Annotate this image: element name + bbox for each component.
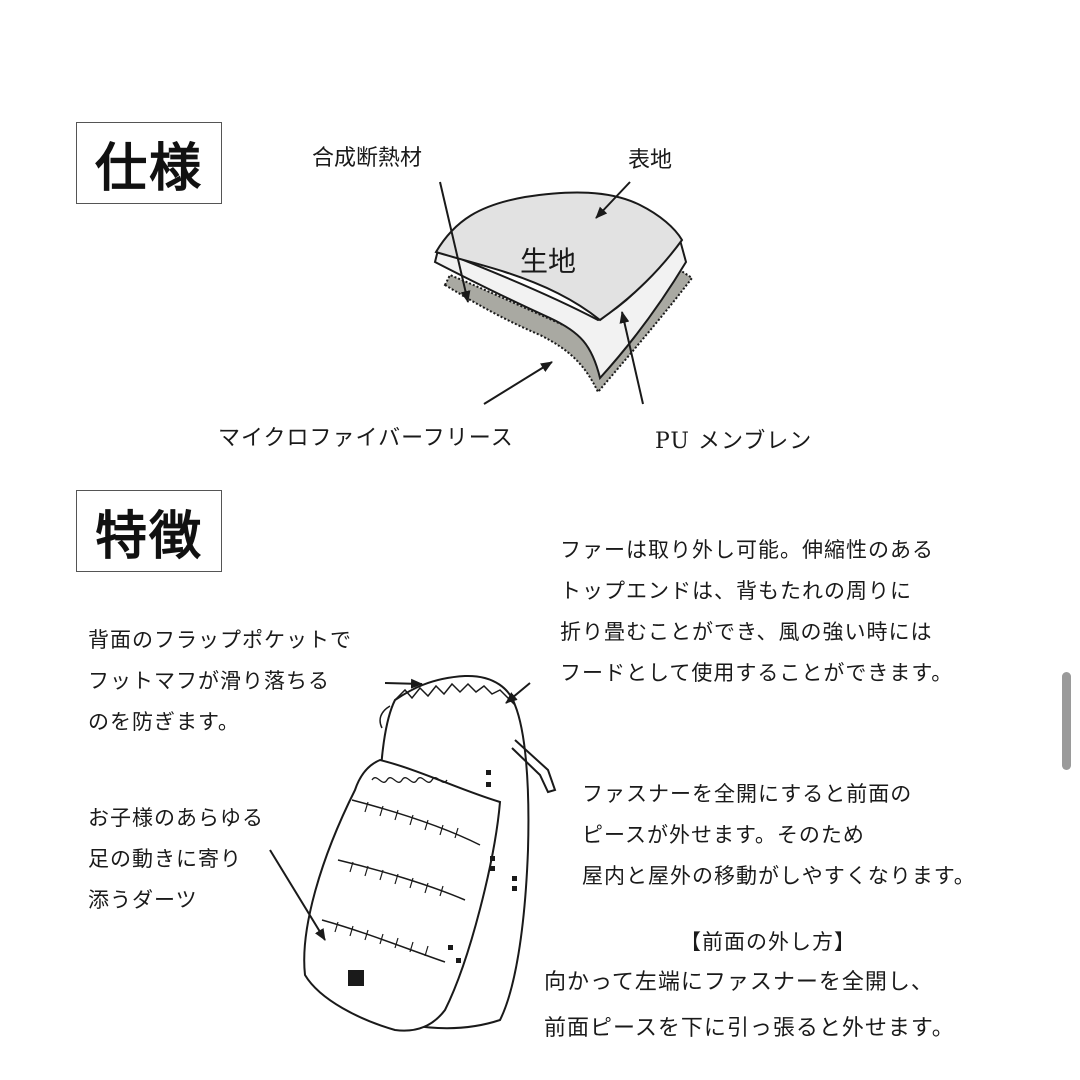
darts-description: お子様のあらゆる 足の動きに寄り 添うダーツ [88, 798, 264, 921]
text-line: フットマフが滑り落ちる [88, 669, 330, 693]
fleece-layer [443, 268, 694, 394]
text-line: 折り畳むことができ、風の強い時には [560, 620, 933, 644]
fur-description: ファーは取り外し可能。伸縮性のある トップエンドは、背もたれの周りに 折り畳むこ… [560, 530, 953, 694]
text-line: 足の動きに寄り [88, 847, 242, 871]
zipper-description: ファスナーを全開にすると前面の ピースが外せます。そのため 屋内と屋外の移動がし… [582, 774, 976, 897]
insulation-layer [433, 237, 688, 381]
footmuff-diagram [269, 674, 557, 1032]
label-pu-membrane: PU メンブレン [655, 429, 813, 454]
text-line: お子様のあらゆる [88, 806, 264, 830]
pocket-description: 背面のフラップポケットで フットマフが滑り落ちる のを防ぎます。 [88, 620, 352, 743]
fur-trim [394, 682, 516, 706]
text-line: ファーは取り外し可能。伸縮性のある [560, 538, 934, 562]
label-insulation: 合成断熱材 [312, 146, 423, 171]
removal-title: 【前面の外し方】 [680, 930, 856, 954]
label-fabric: 生地 [520, 245, 577, 278]
fabric-layers-diagram [433, 181, 694, 405]
text-line: 添うダーツ [88, 888, 198, 912]
label-outer-fabric: 表地 [628, 148, 673, 173]
text-line: トップエンドは、背もたれの周りに [560, 579, 912, 603]
stitches [334, 777, 459, 957]
text-line: ピースが外せます。そのため [582, 823, 865, 847]
scrollbar[interactable] [1062, 672, 1071, 770]
text-line: 屋内と屋外の移動がしやすくなります。 [582, 864, 976, 888]
spec-heading: 仕様 [76, 122, 222, 204]
features-heading: 特徴 [76, 490, 222, 572]
text-line: 向かって左端にファスナーを全開し、 [544, 970, 934, 995]
text-line: フードとして使用することができます。 [560, 661, 954, 685]
outer-fabric-layer [434, 191, 684, 322]
label-fleece: マイクロファイバーフリース [218, 426, 514, 451]
text-line: ファスナーを全開にすると前面の [582, 782, 913, 806]
text-line: 背面のフラップポケットで [88, 628, 352, 652]
text-line: のを防ぎます。 [88, 710, 240, 734]
footmuff-front [303, 758, 502, 1032]
removal-description: 向かって左端にファスナーを全開し、 前面ピースを下に引っ張ると外せます。 [544, 960, 955, 1052]
text-line: 前面ピースを下に引っ張ると外せます。 [544, 1016, 955, 1041]
